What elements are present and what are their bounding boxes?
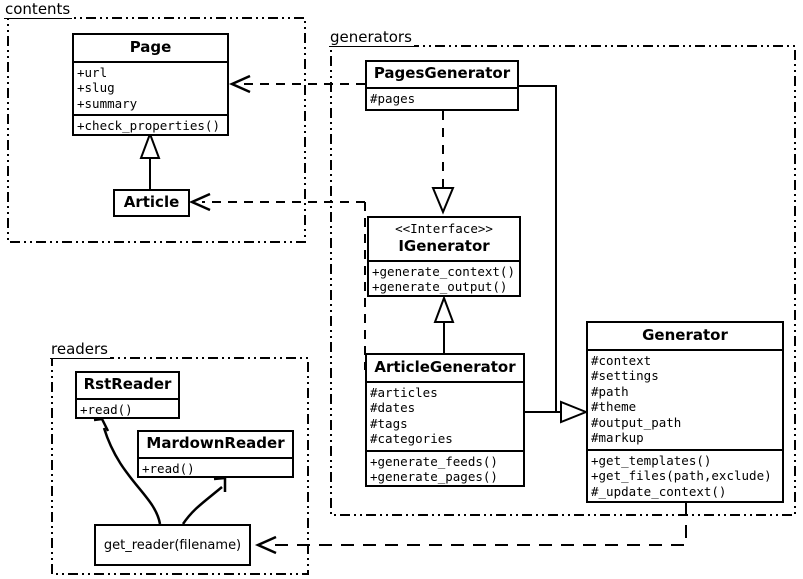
package-border-generators xyxy=(330,45,796,516)
function-get-reader[interactable]: get_reader(filename) xyxy=(94,524,251,566)
package-label-contents: contents xyxy=(4,0,73,19)
dependency-arrowhead-article xyxy=(188,192,211,212)
dependency-arrowhead-getreader xyxy=(254,535,277,555)
realization-arrowhead-igenerator-top xyxy=(431,187,455,215)
method: +generate_output() xyxy=(372,279,508,295)
class-igenerator-title: <<Interface>> IGenerator xyxy=(369,218,519,262)
class-pages-generator-attributes: #pages xyxy=(367,89,517,110)
class-igenerator[interactable]: <<Interface>> IGenerator +generate_conte… xyxy=(367,216,521,297)
class-mardown-reader-title: MardownReader xyxy=(139,432,292,459)
class-igenerator-name: IGenerator xyxy=(398,237,490,255)
attribute: #theme xyxy=(591,399,637,415)
attribute: #markup xyxy=(591,430,644,446)
creates-arrowhead-rstreader xyxy=(93,417,110,432)
class-rst-reader[interactable]: RstReader +read() xyxy=(75,371,180,419)
class-article-generator[interactable]: ArticleGenerator #articles #dates #tags … xyxy=(365,353,525,487)
class-generator-attributes: #context #settings #path #theme #output_… xyxy=(588,351,782,451)
package-border-readers xyxy=(51,357,309,575)
generalization-arrowhead-generator xyxy=(560,400,589,424)
class-pages-generator[interactable]: PagesGenerator #pages xyxy=(365,60,519,111)
method: +generate_context() xyxy=(372,263,515,279)
creates-arrowhead-mardownreader xyxy=(213,476,227,492)
class-article-title: Article xyxy=(123,193,180,211)
attribute: #output_path xyxy=(591,414,682,430)
class-article-generator-title: ArticleGenerator xyxy=(367,355,523,383)
dependency-arrowhead-page xyxy=(228,74,251,94)
attribute: +summary xyxy=(77,95,138,111)
attribute: #tags xyxy=(370,415,408,431)
creates-getreader-rstreader xyxy=(102,427,162,525)
attribute: #categories xyxy=(370,431,453,447)
method: +get_templates() xyxy=(591,452,712,468)
generalization-arrowhead-igenerator-bottom xyxy=(433,295,455,323)
class-igenerator-stereotype: <<Interface>> xyxy=(395,221,493,236)
attribute: #articles xyxy=(370,384,438,400)
dependency-generator-getreader xyxy=(268,503,687,546)
method: +generate_pages() xyxy=(370,469,498,485)
method: +read() xyxy=(80,401,133,417)
class-generator[interactable]: Generator #context #settings #path #them… xyxy=(586,321,784,503)
class-page-attributes: +url +slug +summary xyxy=(74,63,227,117)
attribute: #settings xyxy=(591,368,659,384)
package-label-generators: generators xyxy=(329,28,414,47)
class-page[interactable]: Page +url +slug +summary +check_properti… xyxy=(72,33,229,136)
attribute: +slug xyxy=(77,80,115,96)
attribute: #pages xyxy=(370,90,416,106)
class-mardown-reader-methods: +read() xyxy=(139,459,292,480)
class-article-generator-attributes: #articles #dates #tags #categories xyxy=(367,383,523,452)
class-page-title: Page xyxy=(74,35,227,63)
attribute: +url xyxy=(77,64,108,80)
method: +read() xyxy=(142,460,195,476)
attribute: #context xyxy=(591,352,652,368)
class-article[interactable]: Article xyxy=(113,189,190,217)
class-article-generator-methods: +generate_feeds() +generate_pages() xyxy=(367,452,523,488)
function-get-reader-label: get_reader(filename) xyxy=(103,537,242,553)
attribute: #path xyxy=(591,383,629,399)
generalization-arrowhead-page xyxy=(139,131,161,159)
method: +get_files(path,exclude) xyxy=(591,468,772,484)
package-border-contents xyxy=(7,17,306,243)
class-generator-title: Generator xyxy=(588,323,782,351)
class-pages-generator-title: PagesGenerator xyxy=(367,62,517,89)
class-generator-methods: +get_templates() +get_files(path,exclude… xyxy=(588,451,782,503)
creates-getreader-mardownreader xyxy=(181,486,223,525)
method: +generate_feeds() xyxy=(370,453,498,469)
class-page-methods: +check_properties() xyxy=(74,116,227,137)
class-rst-reader-methods: +read() xyxy=(77,400,178,421)
attribute: #dates xyxy=(370,400,416,416)
class-rst-reader-title: RstReader xyxy=(77,373,178,400)
class-igenerator-methods: +generate_context() +generate_output() xyxy=(369,262,519,298)
class-mardown-reader[interactable]: MardownReader +read() xyxy=(137,430,294,478)
method: #_update_context() xyxy=(591,483,727,499)
method: +check_properties() xyxy=(77,118,220,134)
package-label-readers: readers xyxy=(50,340,110,359)
